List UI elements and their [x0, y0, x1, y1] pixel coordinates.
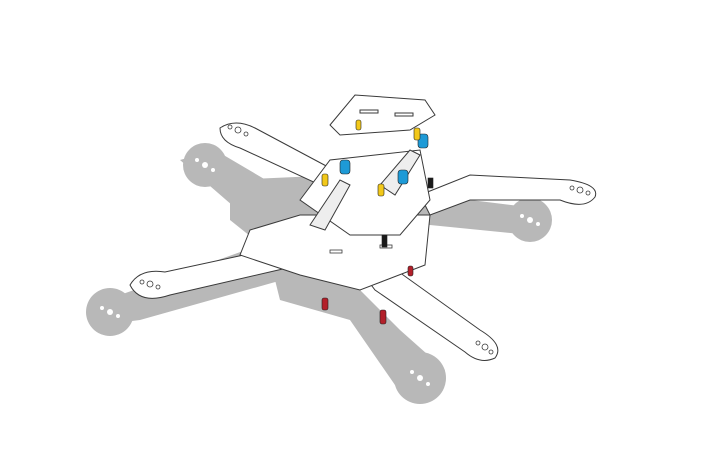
standoff-yellow	[413, 127, 421, 141]
standoff-yellow	[355, 119, 362, 131]
standoff-yellow	[321, 173, 329, 187]
standoff-black	[381, 234, 388, 248]
standoff-red	[321, 297, 329, 311]
standoff-black	[427, 177, 434, 189]
standoff-blue	[339, 159, 351, 175]
arm-rear-right	[359, 261, 499, 361]
standoff-red	[407, 265, 414, 277]
arm-front-right	[419, 174, 597, 216]
shadow-holes	[100, 158, 540, 386]
standoff-blue	[397, 169, 409, 185]
standoff-blue	[417, 133, 429, 149]
standoffs	[321, 119, 434, 325]
standoff-yellow	[377, 183, 385, 197]
standoff-red	[379, 309, 387, 325]
